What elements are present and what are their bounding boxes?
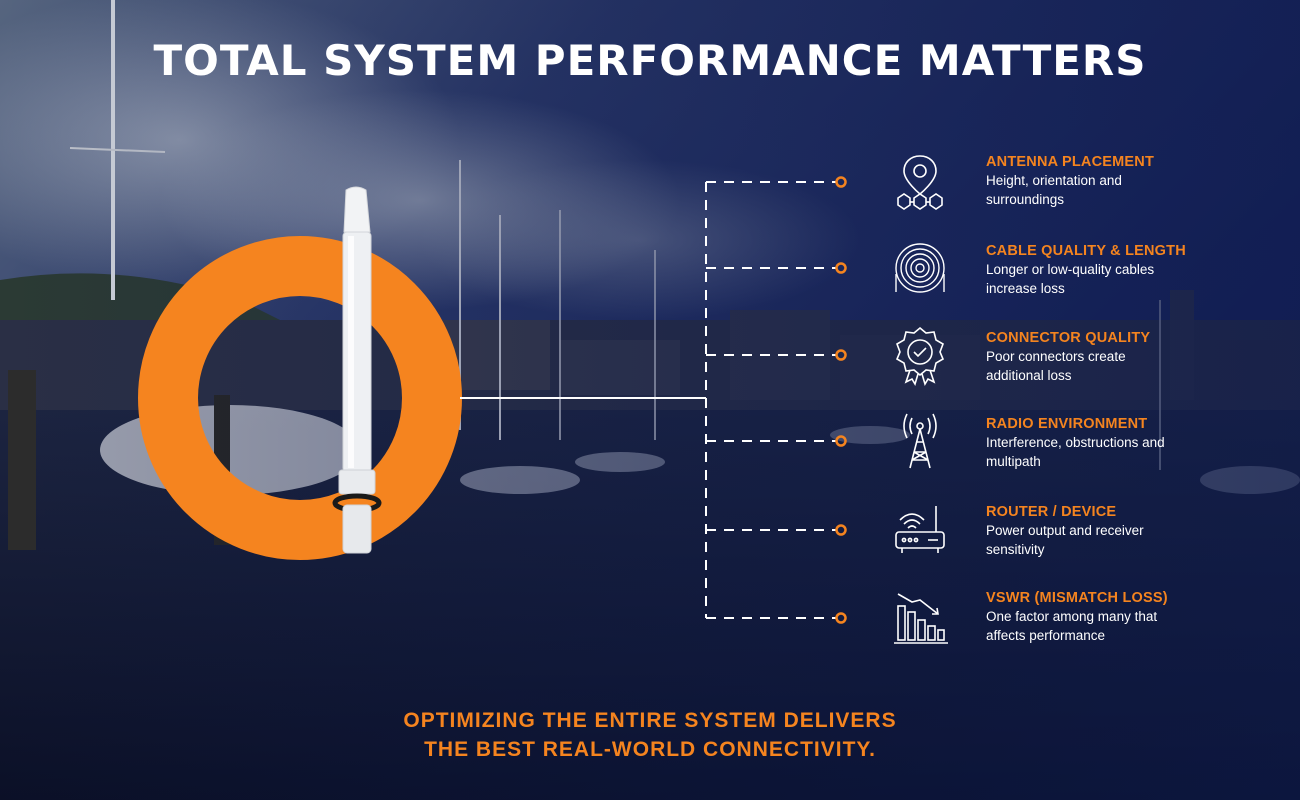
quality-badge-icon	[895, 326, 945, 386]
factor-title: CABLE QUALITY & LENGTH	[986, 243, 1186, 259]
factor-description: Poor connectors create additional loss	[986, 349, 1126, 383]
factor-title: CONNECTOR QUALITY	[986, 330, 1151, 346]
router-icon	[895, 506, 945, 553]
factor-title: ANTENNA PLACEMENT	[986, 154, 1154, 170]
factor-description: Longer or low-quality cables increase lo…	[986, 262, 1155, 296]
orange-ring	[138, 236, 462, 560]
footer-line-1: OPTIMIZING THE ENTIRE SYSTEM DELIVERS	[403, 709, 897, 732]
location-pin-network-icon	[897, 155, 943, 210]
footer-tagline: OPTIMIZING THE ENTIRE SYSTEM DELIVERS TH…	[0, 706, 1300, 764]
footer-line-2: THE BEST REAL-WORLD CONNECTIVITY.	[424, 738, 876, 761]
factor-description: Height, orientation and surroundings	[986, 173, 1122, 207]
factor-description: Power output and receiver sensitivity	[986, 523, 1144, 557]
factor-title: ROUTER / DEVICE	[986, 504, 1117, 520]
factor-description: One factor among many that affects perfo…	[986, 609, 1158, 643]
factor-cable-quality: CABLE QUALITY & LENGTH Longer or low-qua…	[986, 242, 1286, 298]
factor-vswr: VSWR (MISMATCH LOSS) One factor among ma…	[986, 589, 1286, 645]
coiled-cable-icon	[895, 243, 945, 293]
factor-radio-environment: RADIO ENVIRONMENT Interference, obstruct…	[986, 415, 1286, 471]
factor-antenna-placement: ANTENNA PLACEMENT Height, orientation an…	[986, 153, 1286, 209]
factor-router-device: ROUTER / DEVICE Power output and receive…	[986, 503, 1286, 559]
connector-lines	[460, 176, 847, 624]
antenna-image	[332, 186, 382, 554]
factor-title: VSWR (MISMATCH LOSS)	[986, 590, 1168, 606]
page-title: TOTAL SYSTEM PERFORMANCE MATTERS	[153, 36, 1147, 85]
factor-connector-quality: CONNECTOR QUALITY Poor connectors create…	[986, 329, 1286, 385]
declining-bar-chart-icon	[894, 593, 948, 644]
factor-title: RADIO ENVIRONMENT	[986, 416, 1148, 432]
radio-tower-icon	[903, 413, 937, 469]
factor-description: Interference, obstructions and multipath	[986, 435, 1165, 469]
